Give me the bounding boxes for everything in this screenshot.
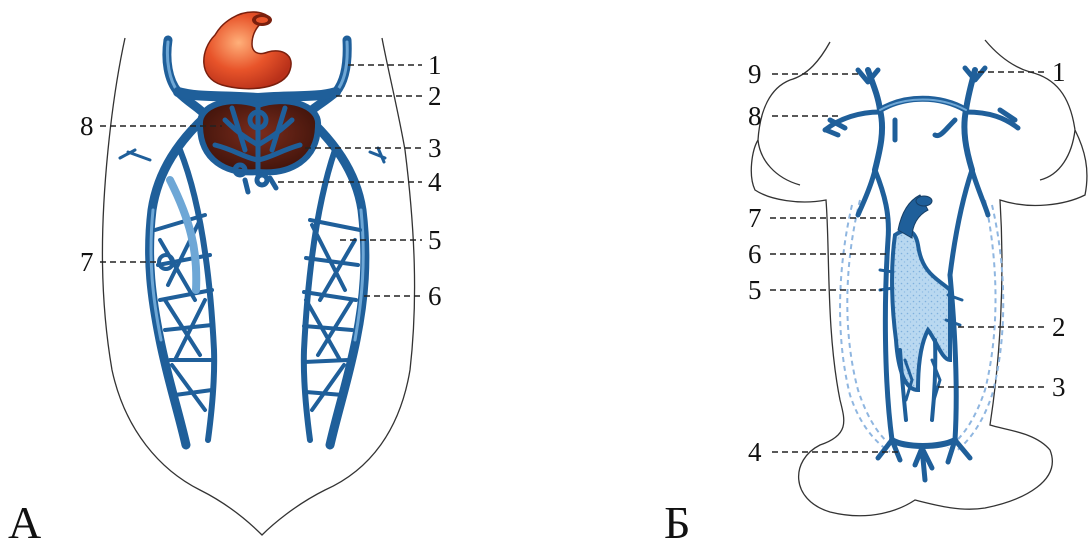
label-b-7: 7 [748, 203, 762, 233]
label-a-3: 3 [428, 133, 442, 163]
label-a-1: 1 [428, 50, 442, 80]
label-a-6: 6 [428, 281, 442, 311]
label-b-2: 2 [1052, 312, 1066, 342]
label-a-8: 8 [80, 111, 94, 141]
label-a-5: 5 [428, 225, 442, 255]
panel-a-letter: А [8, 500, 41, 546]
label-a-2: 2 [428, 81, 442, 111]
label-b-5: 5 [748, 275, 762, 305]
heart [204, 12, 291, 89]
label-a-7: 7 [80, 247, 94, 277]
label-b-1: 1 [1052, 57, 1066, 87]
label-b-9: 9 [748, 59, 762, 89]
panel-a: 1 2 3 4 5 6 7 8 [80, 12, 442, 535]
label-a-4: 4 [428, 167, 442, 197]
label-b-4: 4 [748, 437, 762, 467]
label-b-3: 3 [1052, 372, 1066, 402]
panel-b-letter: Б [664, 500, 690, 546]
label-b-6: 6 [748, 239, 762, 269]
label-b-8: 8 [748, 101, 762, 131]
panel-b: 1 2 3 4 5 6 7 8 9 [748, 40, 1087, 516]
